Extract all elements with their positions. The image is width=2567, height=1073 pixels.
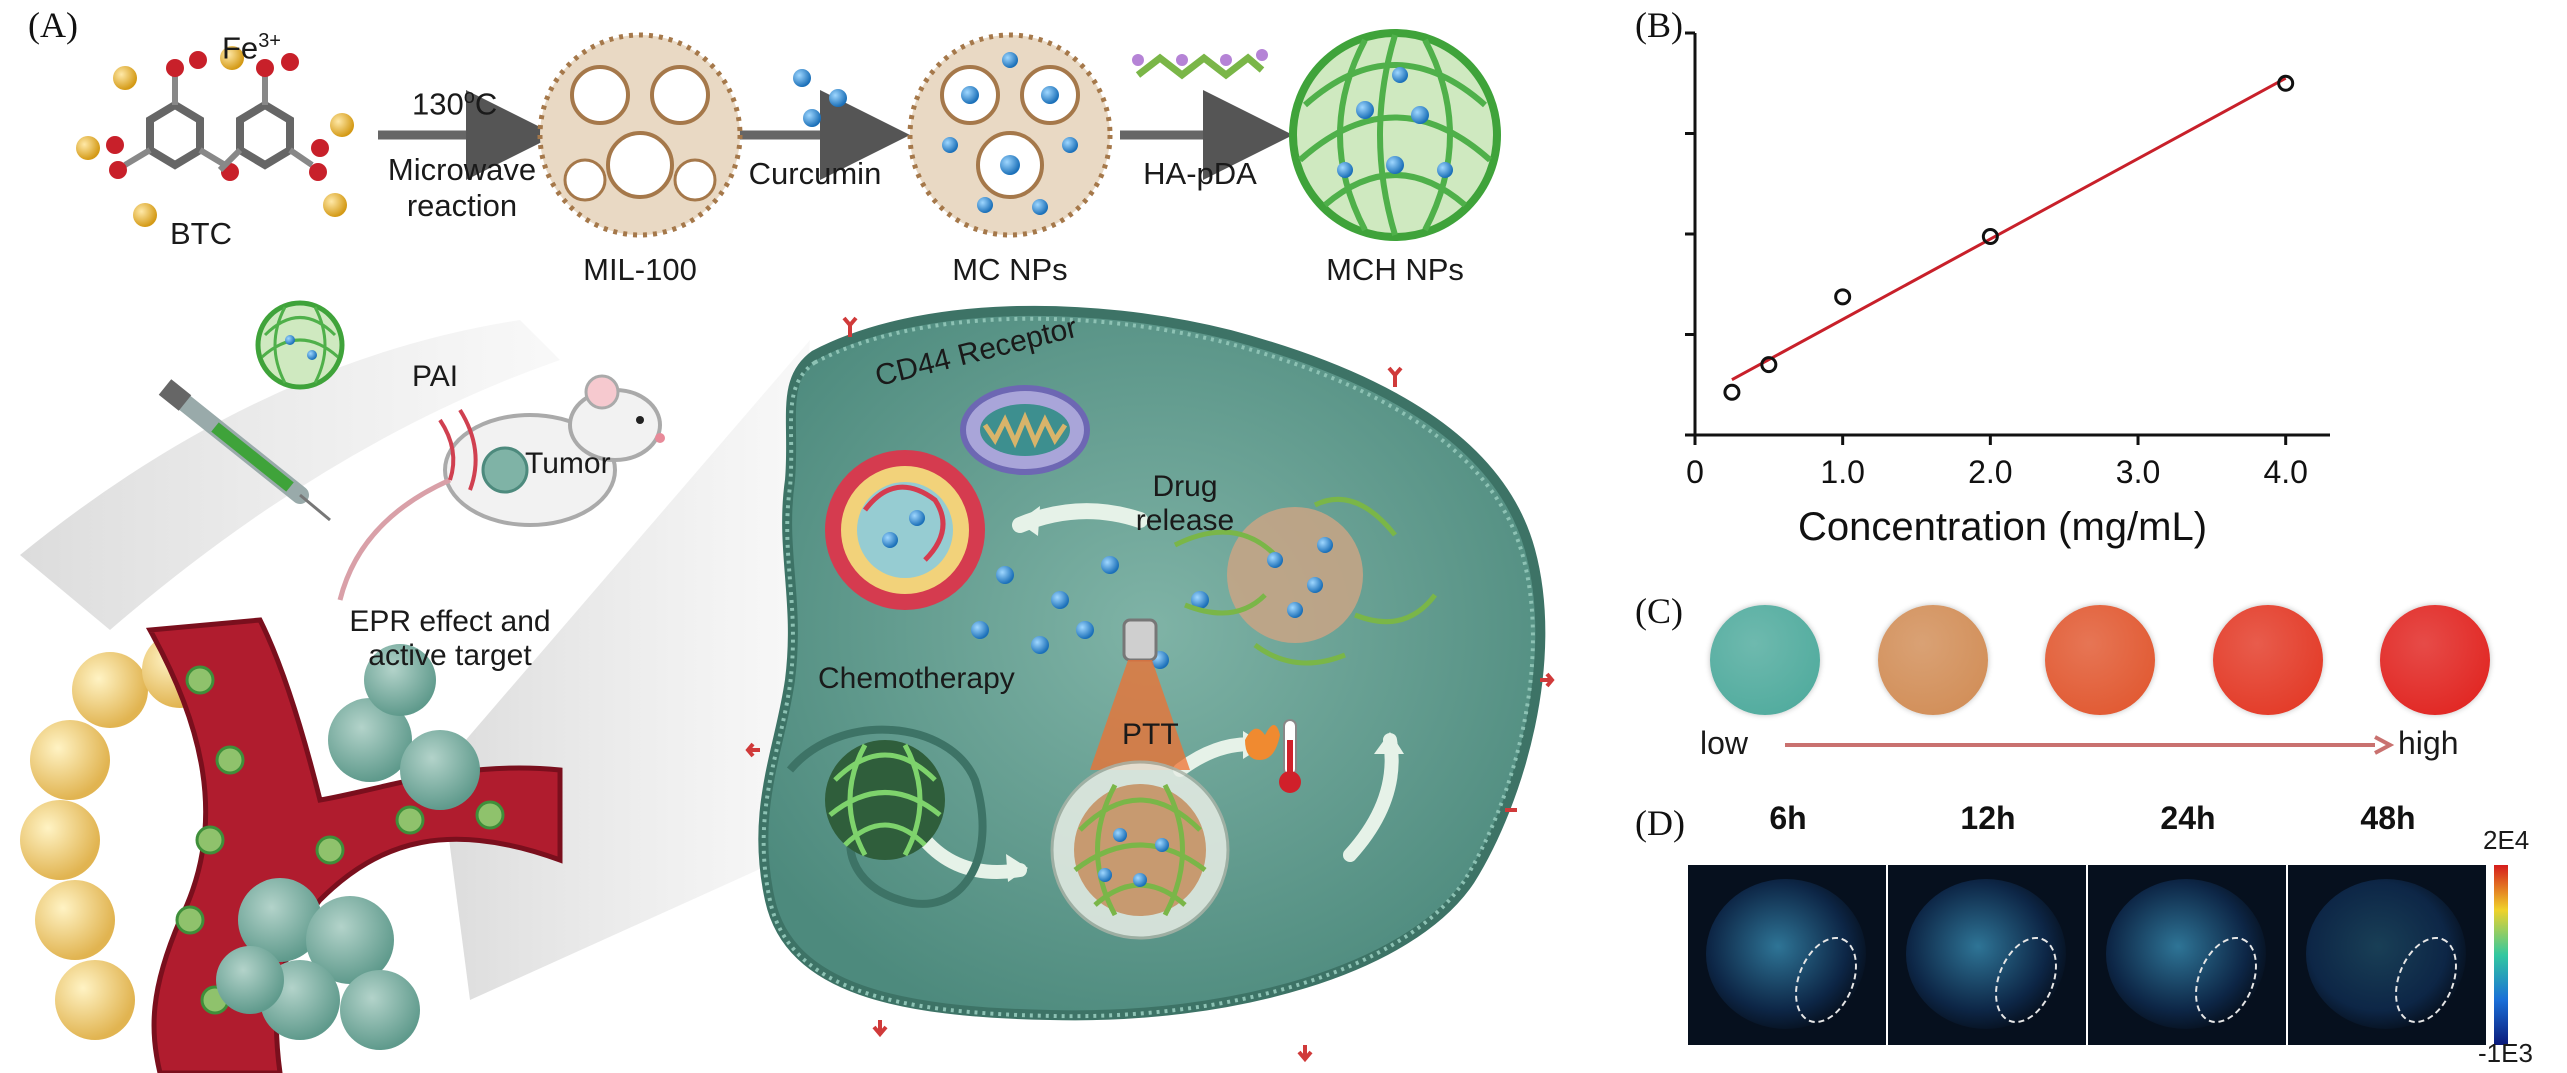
x-tick-label: 3.0: [2116, 454, 2160, 490]
ptt-nanoparticle-icon: [1050, 760, 1230, 940]
time-label: 24h: [2160, 800, 2216, 836]
panel-label-d: (D): [1635, 803, 1685, 843]
mch-nps-label: MCH NPs: [1326, 252, 1464, 287]
fe-ion-label: Fe3+: [222, 30, 281, 66]
mc-nps-label: MC NPs: [952, 252, 1068, 287]
mouse-tumor-icon: [481, 446, 529, 494]
fe-ion-icons: [76, 46, 354, 227]
degraded-nanoparticle-icon: [1173, 496, 1437, 666]
data-point: [1760, 356, 1778, 374]
colorbar-max-label: 2E4: [2483, 825, 2530, 855]
pai-signal-icon: [438, 408, 478, 491]
endocytosed-nanoparticle-icon: [825, 740, 945, 860]
panel-label-b: (B): [1635, 5, 1683, 45]
injected-nanoparticle-icon: [255, 300, 345, 390]
zoom-funnel-mouse: [20, 320, 560, 630]
btc-label: BTC: [170, 216, 232, 251]
synthesis-scheme: [76, 29, 1501, 241]
mil-100-framework-icon: [537, 32, 743, 238]
curcumin-label: Curcumin: [748, 156, 882, 191]
mc-nanoparticle-icon: [907, 32, 1113, 238]
pa-image-6h: [1688, 865, 1886, 1045]
pa-image-24h: [2088, 865, 2286, 1045]
vessel-nanoparticles-icon: [175, 665, 505, 1015]
time-label: 48h: [2360, 800, 2416, 836]
mouse-body-icon: [337, 374, 665, 601]
panel-label-a: (A): [28, 5, 78, 45]
well-2: [1877, 605, 1988, 715]
ptt-label: PTT: [1122, 718, 1179, 751]
well-3: [2045, 605, 2155, 715]
high-label: high: [2398, 725, 2459, 761]
x-tick-label: 4.0: [2263, 454, 2307, 490]
tumor-cluster-icon: [216, 644, 480, 1050]
data-point: [1834, 288, 1852, 306]
time-label: 6h: [1769, 800, 1807, 836]
low-label: low: [1700, 725, 1749, 761]
mitochondria-icon: [960, 385, 1090, 475]
time-labels: 6h 12h 24h 48h: [1688, 800, 2488, 840]
pa-image-48h: [2288, 865, 2486, 1045]
endosome-icon: [825, 450, 985, 610]
temperature-label: 130oC: [412, 86, 498, 122]
pai-label: PAI: [412, 360, 459, 393]
ha-pda-label: HA-pDA: [1143, 156, 1257, 191]
data-point: [1723, 383, 1741, 401]
data-point: [2277, 74, 2295, 92]
well-5: [2380, 605, 2490, 715]
heat-icon: [1245, 725, 1280, 760]
laser-icon: [1090, 618, 1190, 770]
well-1: [1710, 605, 1820, 715]
time-label: 12h: [1960, 800, 2016, 836]
panel-c-wells: low high: [1700, 605, 2490, 785]
released-drug-icons: [971, 556, 1209, 669]
data-point: [1981, 228, 1999, 246]
pa-intensity-chart: 0200040006000800001.02.03.04.0PA Intensi…: [1685, 31, 2330, 549]
btc-molecule-icon: [106, 51, 329, 181]
cd44-receptor-icons: [745, 316, 1555, 1063]
x-tick-label: 2.0: [1968, 454, 2012, 490]
panel-d-images: 6h 12h 24h 48h 2E4 -1E3: [1688, 800, 2548, 1070]
chemotherapy-label: Chemotherapy: [818, 662, 1015, 695]
endocytosis-pocket-icon: [786, 725, 987, 908]
x-tick-label: 0: [1686, 454, 1704, 490]
x-axis-label: Concentration (mg/mL): [1798, 505, 2207, 549]
wells-row: [1710, 605, 2490, 715]
syringe-icon: [158, 379, 331, 522]
ha-pda-chain-icon: [1135, 53, 1265, 80]
tumor-label: Tumor: [525, 447, 611, 480]
low-high-arrow-icon: [1785, 735, 2395, 755]
pa-image-strip: [1688, 865, 2488, 1045]
colorbar-min-label: -1E3: [2478, 1038, 2533, 1068]
linear-fit-line: [1731, 76, 2287, 382]
thermometer-icon: [1279, 719, 1301, 793]
curcumin-molecule-icon: [793, 69, 847, 127]
mch-nanoparticle-icon: [1289, 29, 1501, 241]
panel-label-c: (C): [1635, 591, 1683, 631]
pa-image-12h: [1888, 865, 2086, 1045]
colorbar: [2494, 865, 2508, 1045]
well-4: [2212, 605, 2323, 715]
mechanism-scheme: [20, 300, 1555, 1073]
mil-100-label: MIL-100: [583, 252, 697, 287]
x-tick-label: 1.0: [1820, 454, 1864, 490]
